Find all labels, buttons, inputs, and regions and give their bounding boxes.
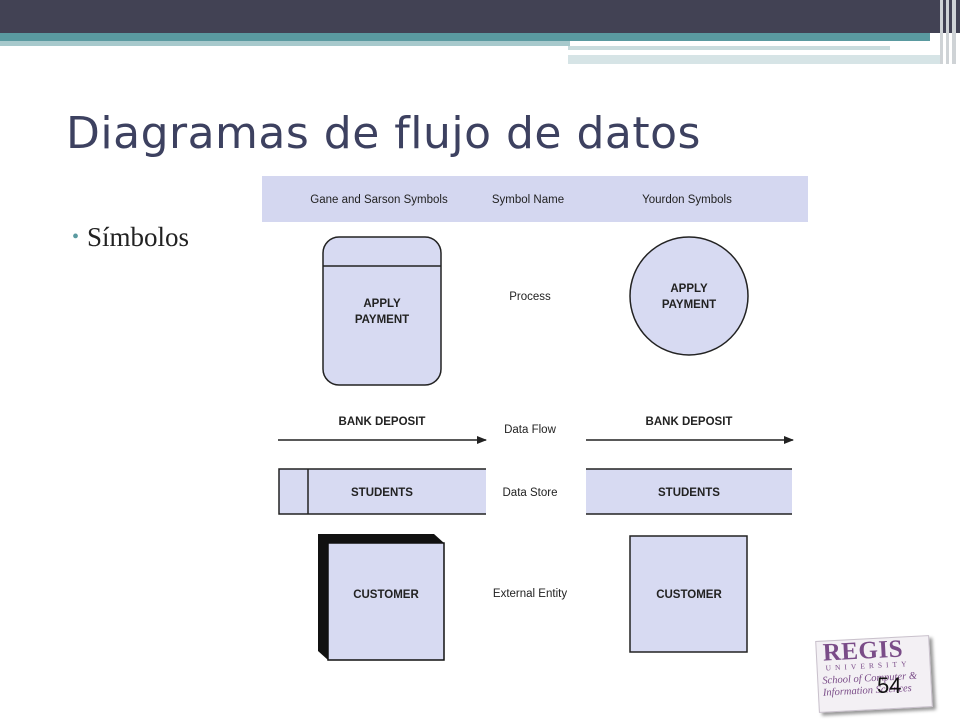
logo-school: School of Computer & Information Science…	[822, 671, 918, 700]
symbol-name-external-entity: External Entity	[493, 588, 567, 600]
accent-stripe-pale	[568, 55, 940, 64]
header-bar	[0, 0, 960, 33]
corner-line	[940, 0, 943, 64]
regis-university-logo: REGIS UNIVERSITY School of Computer & In…	[815, 632, 937, 713]
yourdon-data-flow-symbol: BANK DEPOSIT	[586, 416, 794, 444]
yourdon-data-flow-label: BANK DEPOSIT	[646, 416, 733, 428]
bullet-text: Símbolos	[87, 222, 190, 252]
yourdon-external-entity-symbol: CUSTOMER	[629, 535, 748, 653]
symbol-name-data-flow: Data Flow	[504, 424, 556, 436]
gane-data-store-label: STUDENTS	[351, 487, 413, 499]
gane-external-entity-symbol: CUSTOMER	[318, 534, 445, 661]
dfd-symbols-diagram: Gane and Sarson Symbols Symbol Name Your…	[262, 176, 808, 661]
accent-stripe-thin	[568, 46, 890, 50]
bullet-item: • Símbolos	[72, 222, 189, 253]
yourdon-process-symbol: APPLY PAYMENT	[629, 236, 749, 356]
page-number: 54	[877, 673, 902, 698]
corner-line	[952, 0, 956, 64]
logo-card: REGIS UNIVERSITY School of Computer & In…	[815, 635, 933, 713]
accent-stripe	[0, 33, 930, 41]
yourdon-process-label-1: APPLY	[670, 283, 708, 295]
yourdon-data-store-label: STUDENTS	[658, 487, 720, 499]
gane-process-label-2: PAYMENT	[355, 314, 409, 326]
gane-process-symbol: APPLY PAYMENT	[322, 236, 442, 386]
yourdon-external-entity-label: CUSTOMER	[656, 589, 722, 601]
gane-data-flow-label: BANK DEPOSIT	[339, 416, 426, 428]
bullet-dot-icon: •	[72, 226, 80, 248]
header-yourdon: Yourdon Symbols	[642, 194, 732, 206]
yourdon-process-label-2: PAYMENT	[662, 299, 716, 311]
gane-process-label-1: APPLY	[363, 298, 401, 310]
header-symbol-name: Symbol Name	[492, 194, 564, 206]
gane-data-store-symbol: STUDENTS	[278, 468, 486, 515]
symbol-name-data-store: Data Store	[503, 487, 558, 499]
header-gane-sarson: Gane and Sarson Symbols	[310, 194, 448, 206]
corner-line	[946, 0, 949, 64]
gane-external-entity-label: CUSTOMER	[353, 589, 419, 601]
gane-data-flow-symbol: BANK DEPOSIT	[278, 416, 487, 444]
symbol-name-process: Process	[509, 291, 551, 303]
table-header	[262, 176, 808, 222]
slide-title: Diagramas de flujo de datos	[66, 108, 701, 159]
yourdon-data-store-symbol: STUDENTS	[586, 468, 792, 515]
accent-stripe-light	[0, 41, 570, 46]
